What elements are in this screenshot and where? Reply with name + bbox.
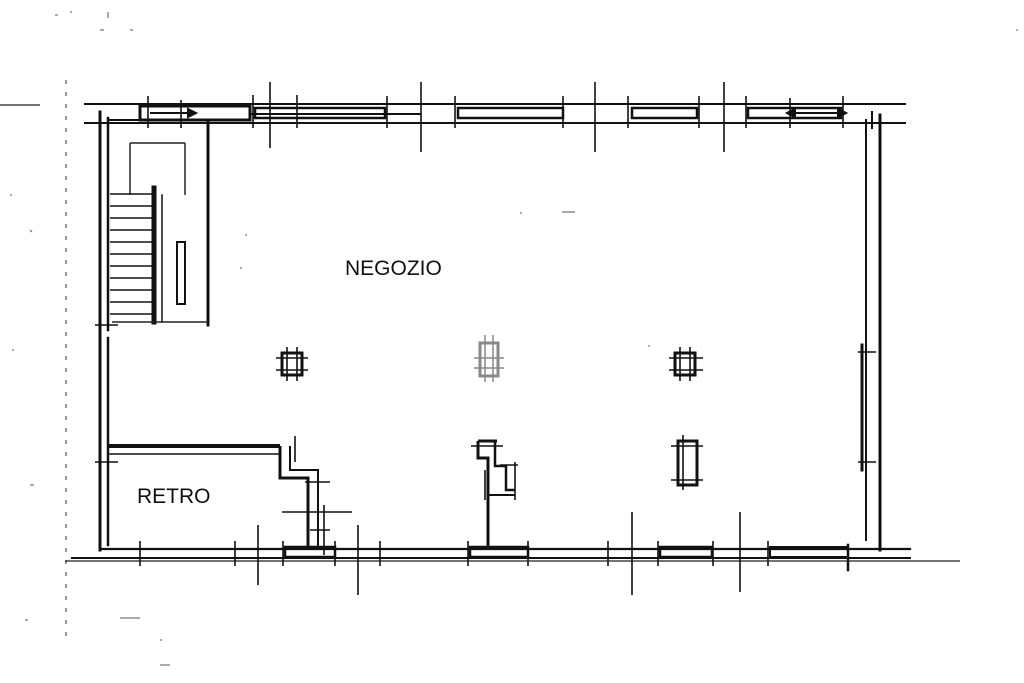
column-right [669,347,703,381]
staircase [107,118,210,327]
door-arrow-top-left [150,107,199,119]
bottom-wall-ticks [139,512,769,595]
top-wall-ticks [147,82,844,152]
stair-treads [110,193,154,315]
retro-partition [108,436,352,555]
bottom-wall [71,543,912,572]
column-left [276,347,308,381]
column-right-lower [671,435,703,490]
room-label-retro: RETRO [137,485,211,508]
right-wall [858,111,882,552]
column-center [474,335,504,382]
scan-specks [10,11,1018,666]
center-pier [471,439,518,548]
left-wall [95,110,118,552]
door-arrow-top-right [784,107,849,119]
room-label-negozio: NEGOZIO [345,257,442,280]
